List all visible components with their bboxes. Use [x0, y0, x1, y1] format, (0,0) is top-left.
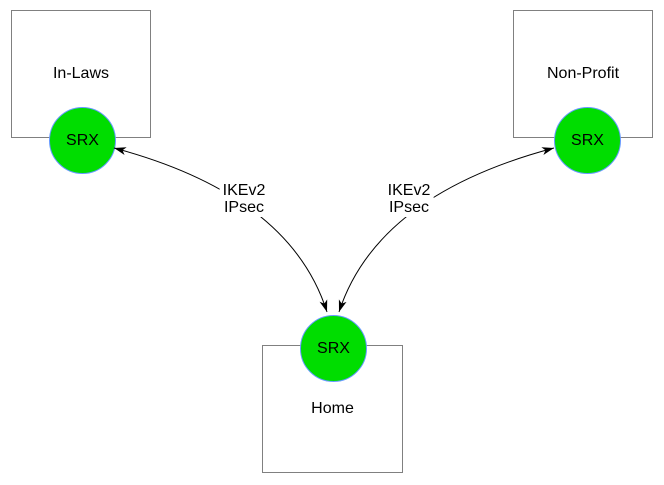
edge-label-line: IKEv2 [387, 182, 431, 199]
vpn-edge-non-profit-home [338, 147, 555, 313]
site-label-home: Home [311, 400, 354, 417]
srx-node-label: SRX [66, 131, 99, 149]
site-label-non-profit: Non-Profit [546, 65, 620, 82]
srx-node-in-laws: SRX [49, 107, 116, 174]
srx-node-label: SRX [317, 339, 350, 357]
srx-node-home: SRX [300, 315, 367, 382]
edge-label-line: IPsec [388, 199, 429, 216]
edge-label-line: IPsec [223, 199, 264, 216]
srx-node-non-profit: SRX [554, 107, 621, 174]
edge-label-line: IKEv2 [222, 182, 266, 199]
srx-node-label: SRX [571, 131, 604, 149]
edge-label-in-laws-home: IKEv2 IPsec [219, 181, 269, 217]
vpn-edge-in-laws-home [113, 147, 328, 313]
site-label-in-laws: In-Laws [52, 65, 110, 82]
edge-label-non-profit-home: IKEv2 IPsec [384, 181, 434, 217]
